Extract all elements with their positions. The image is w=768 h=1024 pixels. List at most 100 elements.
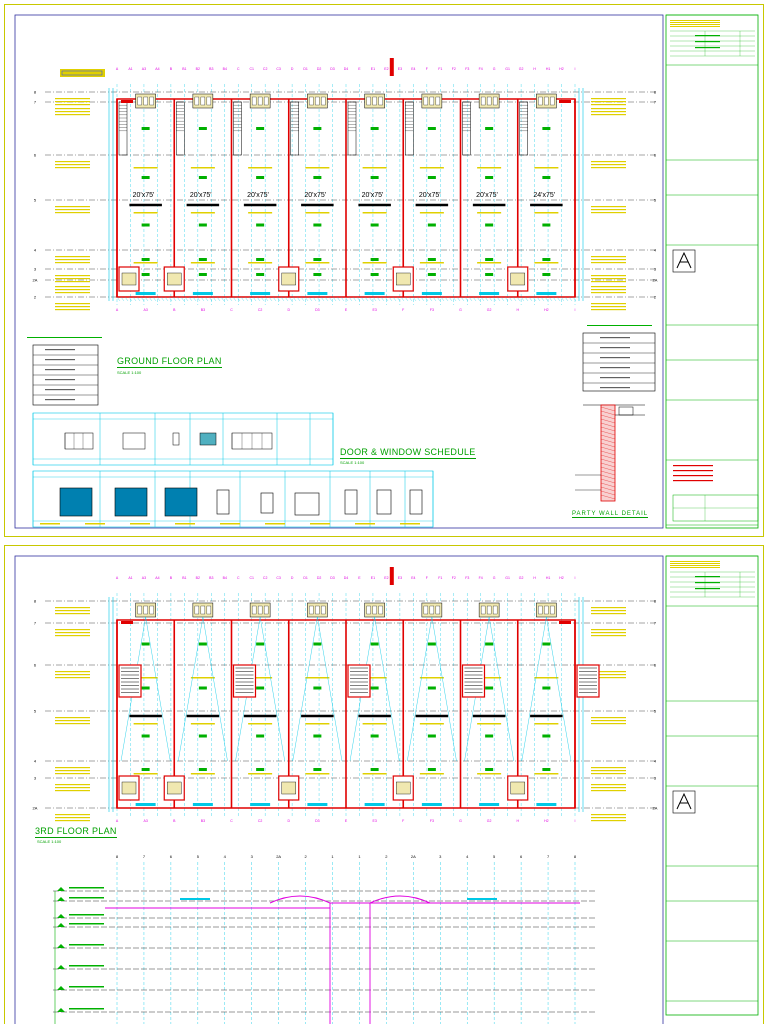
window-tag — [485, 127, 494, 130]
legend-text — [600, 367, 630, 369]
legend-text — [45, 379, 75, 381]
room-dimension: 20'x75' — [189, 192, 212, 199]
grid-label-top: D4 — [344, 67, 349, 71]
floor-hatch — [128, 296, 133, 302]
door-elevation — [216, 489, 230, 515]
window-elevation — [172, 432, 180, 446]
note-text-right — [591, 817, 626, 819]
window-tag — [370, 642, 379, 646]
floor-hatch — [332, 296, 337, 302]
grid-label-top: B2 — [196, 67, 200, 71]
note-text-left — [55, 309, 90, 311]
shopfront-marker — [250, 292, 271, 295]
legend-text — [45, 389, 75, 391]
level-label — [69, 944, 104, 946]
wall-hatch — [600, 482, 616, 488]
title-block-text — [695, 47, 720, 49]
schedule-label — [85, 523, 105, 525]
floor-hatch — [280, 296, 285, 302]
grid-row-label-right: 5 — [654, 709, 657, 714]
toilet-fixture — [149, 605, 154, 615]
floor-hatch — [432, 296, 437, 302]
floor-hatch — [488, 296, 493, 302]
floor-hatch — [160, 296, 165, 302]
note-text-right — [591, 275, 626, 277]
grid-row-label-left: 3 — [34, 776, 37, 781]
grid-label-top: A1 — [128, 67, 132, 71]
grid-label-top: C1 — [249, 576, 254, 580]
title-block-text — [673, 470, 713, 472]
window-tag — [198, 734, 207, 738]
grid-row-label-left: 6 — [34, 153, 37, 158]
note-text-left — [55, 306, 90, 308]
title-block-text — [670, 24, 720, 25]
room-label-tag — [477, 773, 502, 775]
architect-logo — [676, 251, 692, 269]
note-text-left — [55, 635, 90, 637]
note-text-right — [591, 212, 626, 214]
section-grid-label: 4 — [466, 854, 469, 859]
room-label-tag — [133, 773, 158, 775]
window-tag — [542, 176, 551, 179]
section-grid-label: 2 — [304, 854, 307, 859]
title-block-text — [673, 480, 713, 482]
counter — [186, 714, 220, 718]
section-grid-label: 2 — [385, 854, 388, 859]
counter — [415, 203, 449, 207]
floor-hatch — [276, 296, 281, 302]
floor-hatch — [360, 296, 365, 302]
grid-label-top: E4 — [411, 576, 415, 580]
note-text-right — [591, 720, 626, 722]
floor-hatch — [148, 296, 153, 302]
grid-label-top: F — [426, 576, 428, 580]
window-tag — [427, 768, 436, 771]
toilet-fixture — [206, 96, 212, 106]
schedule-label — [310, 523, 330, 525]
window-tag — [485, 176, 494, 179]
wall-hatch — [600, 486, 616, 492]
window-tag — [141, 734, 150, 738]
section-grid-label: 8 — [116, 854, 119, 859]
window-tag — [141, 176, 150, 179]
section-grid-label: 3 — [439, 854, 442, 859]
toilet-fixture — [194, 605, 200, 615]
note-text-right — [591, 108, 626, 110]
note-text-left — [55, 717, 90, 719]
toilet-fixture — [423, 96, 429, 106]
grid-row-label-left: 2A — [33, 806, 38, 811]
grid-row-label-left: 7 — [34, 621, 37, 626]
shopfront-marker — [192, 803, 213, 806]
level-marker — [57, 986, 65, 990]
window-elevation — [122, 432, 146, 450]
room-label-tag — [419, 212, 444, 214]
toilet-fixture — [480, 96, 486, 106]
plan-scale: SCALE 1:100 — [117, 370, 142, 375]
room-dimension: 20'x75' — [247, 192, 269, 199]
toilet-fixture — [194, 96, 200, 106]
floor-hatch — [192, 296, 197, 302]
title-block-text — [670, 565, 720, 566]
wall-hatch — [600, 434, 616, 440]
window-tag — [370, 768, 379, 771]
floor-hatch — [552, 296, 557, 302]
schedule-title: DOOR & WINDOW SCHEDULE — [340, 447, 476, 459]
room-label-tag — [190, 212, 215, 214]
toilet-fixture — [372, 605, 377, 615]
schedule-label — [265, 523, 285, 525]
grid-label-bottom: C — [230, 308, 233, 312]
floor-hatch — [324, 296, 329, 302]
note-text-right — [591, 671, 626, 673]
level-label — [69, 986, 104, 988]
room-label-tag — [190, 723, 215, 725]
room-label-tag — [305, 677, 330, 679]
window-tag — [141, 223, 150, 227]
grid-label-top: H2 — [559, 576, 564, 580]
grid-label-top: E2 — [384, 576, 388, 580]
grid-label-top: I — [575, 576, 576, 580]
grid-label-top: D — [291, 67, 294, 71]
window-tag — [427, 176, 436, 179]
floor-hatch — [124, 296, 129, 302]
floor-hatch — [288, 296, 293, 302]
title-block-text — [670, 20, 720, 21]
